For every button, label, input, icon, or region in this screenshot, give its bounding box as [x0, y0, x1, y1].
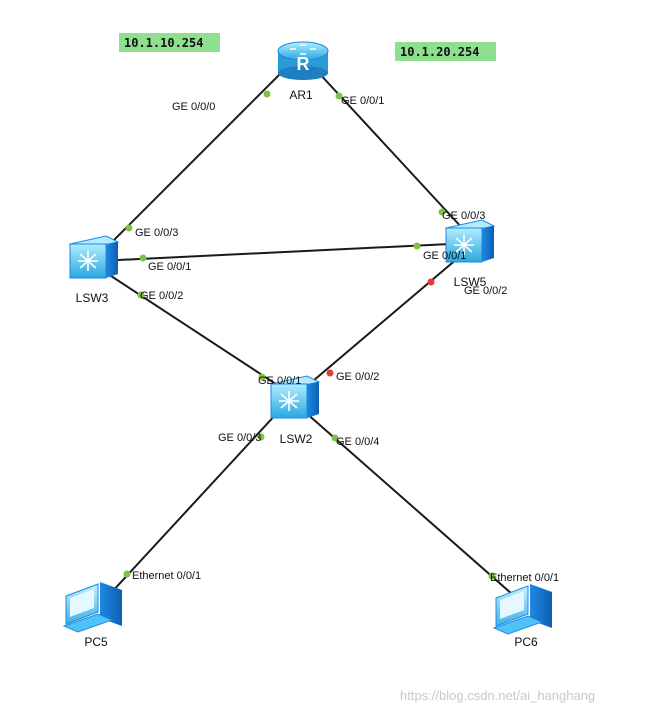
device-label-pc5: PC5 — [84, 635, 108, 649]
device-label-lsw3: LSW3 — [76, 291, 109, 305]
port-label-lsw3-right: GE 0/0/1 — [148, 261, 191, 273]
port-label-ar1-left: GE 0/0/0 — [172, 101, 215, 113]
ip-label-right: 10.1.20.254 — [395, 42, 496, 61]
device-label-lsw2: LSW2 — [280, 432, 313, 446]
device-label-pc6: PC6 — [514, 635, 538, 649]
port-dot-lsw3-ge002 — [137, 291, 145, 299]
port-label-lsw3-up: GE 0/0/3 — [135, 227, 178, 239]
ip-text-left: 10.1.10.254 — [124, 36, 203, 50]
port-label-lsw5-left: GE 0/0/1 — [423, 250, 466, 262]
switch-icon — [269, 375, 321, 419]
port-labels: GE 0/0/0 GE 0/0/1 GE 0/0/3 GE 0/0/1 GE 0… — [132, 95, 559, 584]
port-label-lsw2-down-right: GE 0/0/4 — [336, 436, 379, 448]
port-dots — [123, 90, 496, 580]
port-dot-lsw2-ge002 — [326, 369, 334, 377]
port-label-lsw5-up: GE 0/0/3 — [442, 210, 485, 222]
links — [107, 71, 513, 595]
port-dot-lsw3-ge001 — [139, 254, 147, 262]
switch-lsw3[interactable]: LSW3 — [68, 235, 120, 305]
port-dot-lsw5-ge002 — [427, 278, 435, 286]
port-dot-lsw2-ge001 — [258, 373, 266, 381]
svg-text:R: R — [297, 54, 310, 74]
ip-text-right: 10.1.20.254 — [400, 45, 479, 59]
pc-icon — [492, 584, 552, 635]
port-label-lsw2-up-right: GE 0/0/2 — [336, 371, 379, 383]
pc-icon — [62, 582, 122, 633]
port-label-lsw5-down: GE 0/0/2 — [464, 285, 507, 297]
port-dot-ar1-ge001 — [335, 92, 343, 100]
port-label-lsw3-down: GE 0/0/2 — [140, 290, 183, 302]
link-lsw3-lsw5[interactable] — [117, 243, 451, 261]
port-dot-lsw3-ge003 — [125, 224, 133, 232]
link-lsw2-pc5[interactable] — [109, 411, 279, 595]
device-label-ar1: AR1 — [289, 88, 313, 102]
switch-lsw2[interactable]: LSW2 — [269, 375, 321, 446]
link-ar1-lsw5[interactable] — [317, 71, 465, 231]
router-ar1[interactable]: R AR1 — [277, 41, 329, 102]
watermark-text: https://blog.csdn.net/ai_hanghang — [400, 688, 595, 703]
port-label-lsw2-up-left: GE 0/0/1 — [258, 375, 301, 387]
port-dot-pc6-eth — [488, 572, 496, 580]
device-label-lsw5: LSW5 — [454, 275, 487, 289]
port-dot-lsw5-ge003 — [438, 208, 446, 216]
port-label-pc6-eth: Ethernet 0/0/1 — [490, 572, 559, 584]
pc-pc5[interactable]: PC5 — [62, 582, 122, 649]
port-dot-lsw2-ge003 — [257, 433, 265, 441]
switch-icon — [444, 219, 496, 263]
link-ar1-lsw3[interactable] — [107, 71, 283, 247]
port-dot-lsw5-ge001 — [413, 242, 421, 250]
port-dot-ar1-ge000 — [263, 90, 271, 98]
ip-label-left: 10.1.10.254 — [119, 33, 220, 52]
link-lsw2-pc6[interactable] — [304, 411, 513, 595]
port-dot-lsw2-ge004 — [331, 434, 339, 442]
router-icon: R — [277, 41, 329, 80]
pc-pc6[interactable]: PC6 — [492, 584, 552, 649]
port-label-lsw2-down-left: GE 0/0/3 — [218, 432, 261, 444]
port-label-pc5-eth: Ethernet 0/0/1 — [132, 570, 201, 582]
port-dot-pc5-eth — [123, 570, 131, 578]
switch-icon — [68, 235, 120, 279]
switch-lsw5[interactable]: LSW5 — [444, 219, 496, 289]
port-label-ar1-right: GE 0/0/1 — [341, 95, 384, 107]
